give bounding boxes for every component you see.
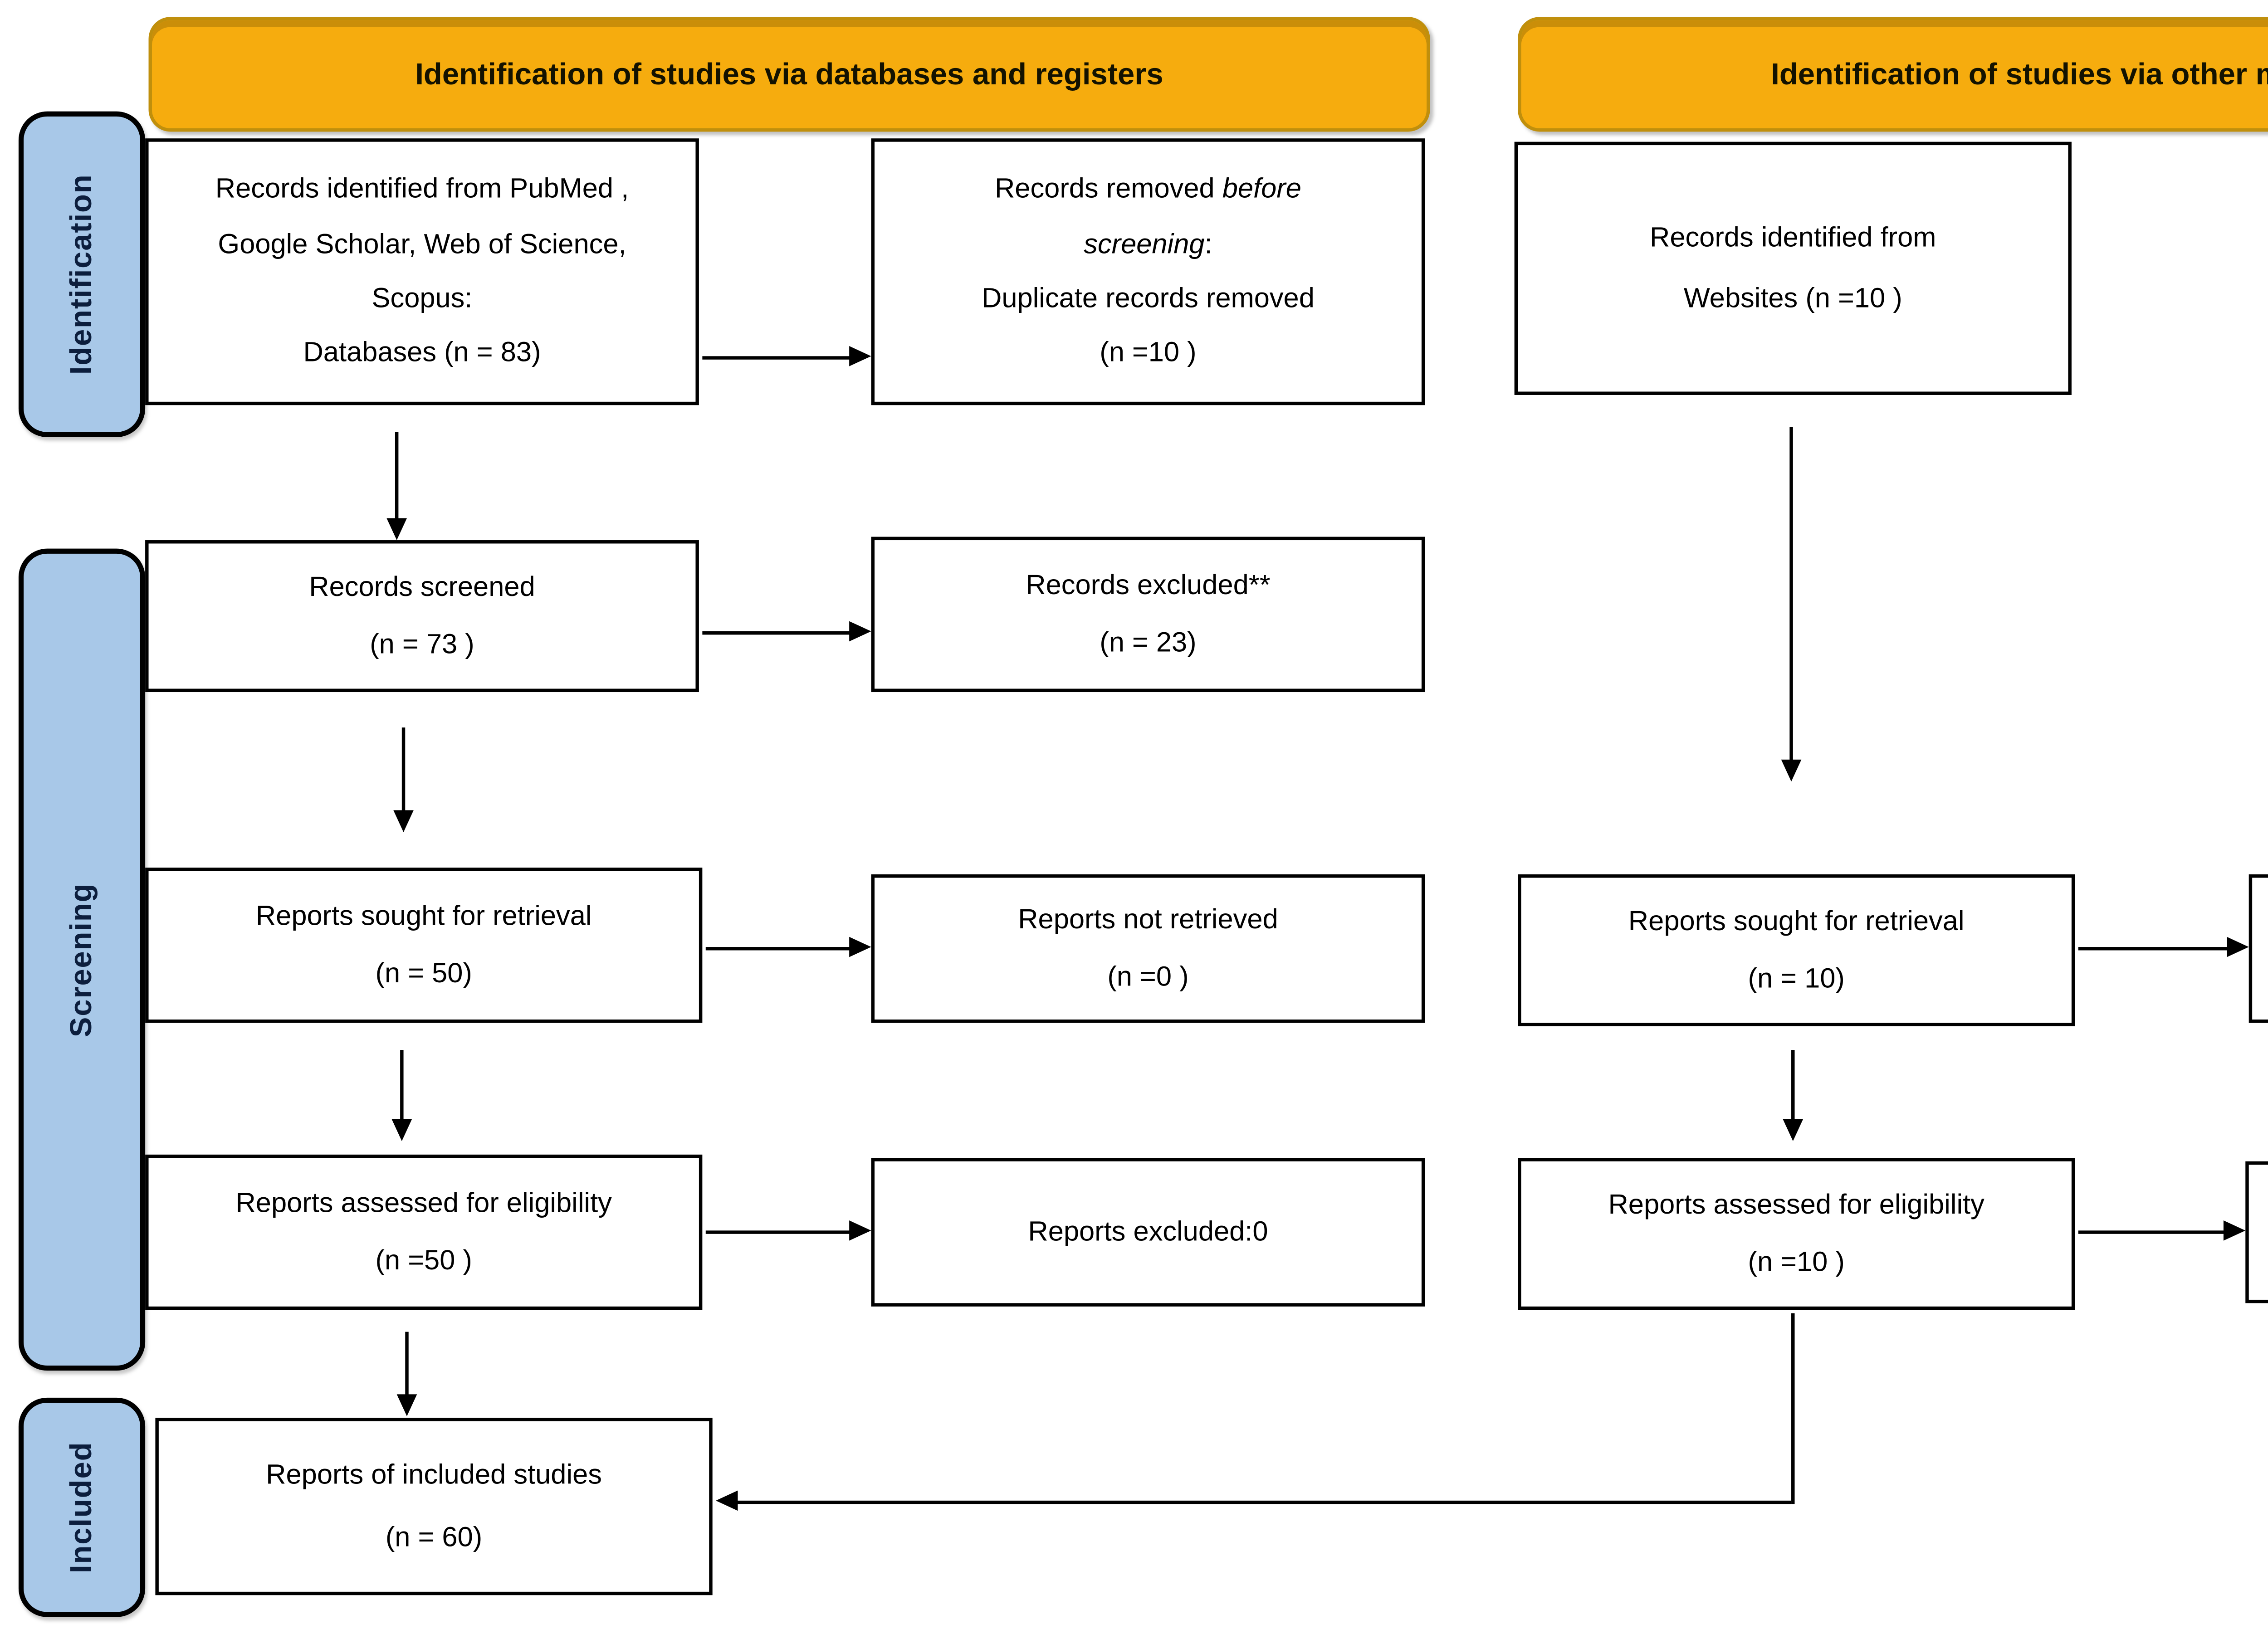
box-records-identified-websites-line1: Records identified from [1649,222,1936,253]
box-records-screened-line1: Records screened [309,571,535,602]
stage-included-label: Included [64,1441,98,1573]
box-records-removed-line1-italic: before [1222,174,1301,205]
box-reports-not-retrieved-left-line1: Reports not retrieved [1018,904,1278,935]
banner-other-methods-label: Identification of studies via other meth… [1771,56,2268,91]
arrow-sought-right-to-not-retrieved [2078,937,2249,957]
arrow-databases-to-screened [386,432,406,541]
arrow-sought-right-to-assessed [1782,1050,1803,1141]
arrow-assessed-left-to-included [396,1332,416,1416]
box-records-identified-databases-line4: Databases (n = 83) [303,338,541,369]
arrow-assessed-right-to-included [716,1490,1792,1511]
box-records-identified-websites: Records identified from Websites (n =10 … [1514,141,2072,395]
banner-databases-registers-label: Identification of studies via databases … [415,56,1163,91]
box-records-identified-databases-line2: Google Scholar, Web of Science, [218,229,626,259]
stage-included: Included [18,1397,146,1617]
box-reports-included-studies-line2: (n = 60) [385,1522,483,1552]
arrow-sought-left-to-not-retrieved [705,937,871,957]
box-reports-included-studies: Reports of included studies (n = 60) [155,1418,713,1595]
arrow-assessed-left-to-excluded [705,1220,871,1241]
box-records-removed-line1-normal: Records removed [994,174,1222,205]
box-reports-excluded-left-line1: Reports excluded:0 [1028,1216,1268,1247]
box-records-removed-line4: (n =10 ) [1100,338,1197,369]
box-reports-not-retrieved-left-line2: (n =0 ) [1107,962,1189,993]
elbow-assessed-right-down [1791,1313,1795,1504]
box-records-removed-line2-normal: : [1204,229,1212,259]
box-reports-sought-left-line1: Reports sought for retrieval [255,900,592,931]
box-records-excluded-line2: (n = 23) [1100,628,1197,659]
box-records-excluded-line1: Records excluded** [1026,570,1271,600]
arrow-databases-to-removed [702,346,871,366]
box-records-identified-websites-line2: Websites (n =10 ) [1683,283,1902,314]
stage-screening: Screening [18,548,146,1371]
stage-screening-label: Screening [64,882,98,1037]
box-records-removed-line1: Records removed before [995,174,1301,205]
arrow-screened-to-sought [392,727,413,832]
box-records-screened-line2: (n = 73 ) [370,629,474,660]
box-reports-assessed-right: Reports assessed for eligibility (n =10 … [1518,1158,2075,1310]
box-reports-assessed-right-line1: Reports assessed for eligibility [1608,1189,1984,1220]
stage-identification-label: Identification [64,174,98,375]
box-reports-excluded-right: Reports excluded:0 [2245,1161,2268,1303]
box-records-removed-before-screening: Records removed before screening: Duplic… [871,138,1425,405]
box-records-removed-line2-italic: screening [1084,229,1205,259]
box-records-identified-databases-line3: Scopus: [371,283,473,314]
arrow-assessed-right-to-excluded [2078,1220,2246,1241]
box-reports-not-retrieved-left: Reports not retrieved (n =0 ) [871,874,1425,1023]
banner-other-methods: Identification of studies via other meth… [1518,17,2268,132]
box-reports-sought-right-line2: (n = 10) [1748,964,1845,995]
arrow-screened-to-excluded [702,621,871,642]
box-reports-not-retrieved-right: Reports not retrieved (n = 0) [2248,874,2268,1023]
box-reports-assessed-right-line2: (n =10 ) [1748,1247,1845,1278]
box-records-removed-line3: Duplicate records removed [981,283,1315,314]
arrow-sought-left-to-assessed [391,1050,411,1141]
box-reports-sought-right-line1: Reports sought for retrieval [1628,905,1965,936]
banner-databases-registers: Identification of studies via databases … [148,17,1430,132]
box-reports-assessed-left-line1: Reports assessed for eligibility [235,1187,612,1218]
box-reports-excluded-left: Reports excluded:0 [871,1158,1425,1307]
box-reports-assessed-left-line2: (n =50 ) [375,1245,472,1276]
stage-identification: Identification [18,111,146,437]
box-records-screened: Records screened (n = 73 ) [145,540,699,693]
box-records-identified-databases: Records identified from PubMed , Google … [145,138,699,405]
arrow-websites-to-sought-right [1780,427,1801,782]
box-records-removed-line2: screening: [1084,229,1212,260]
box-reports-sought-left-line2: (n = 50) [375,959,472,990]
box-reports-sought-right: Reports sought for retrieval (n = 10) [1518,874,2075,1026]
box-records-identified-databases-line1: Records identified from PubMed , [215,174,629,205]
box-records-excluded: Records excluded** (n = 23) [871,537,1425,693]
box-reports-sought-left: Reports sought for retrieval (n = 50) [145,868,703,1023]
box-reports-assessed-left: Reports assessed for eligibility (n =50 … [145,1154,703,1310]
box-reports-included-studies-line1: Reports of included studies [266,1460,602,1491]
